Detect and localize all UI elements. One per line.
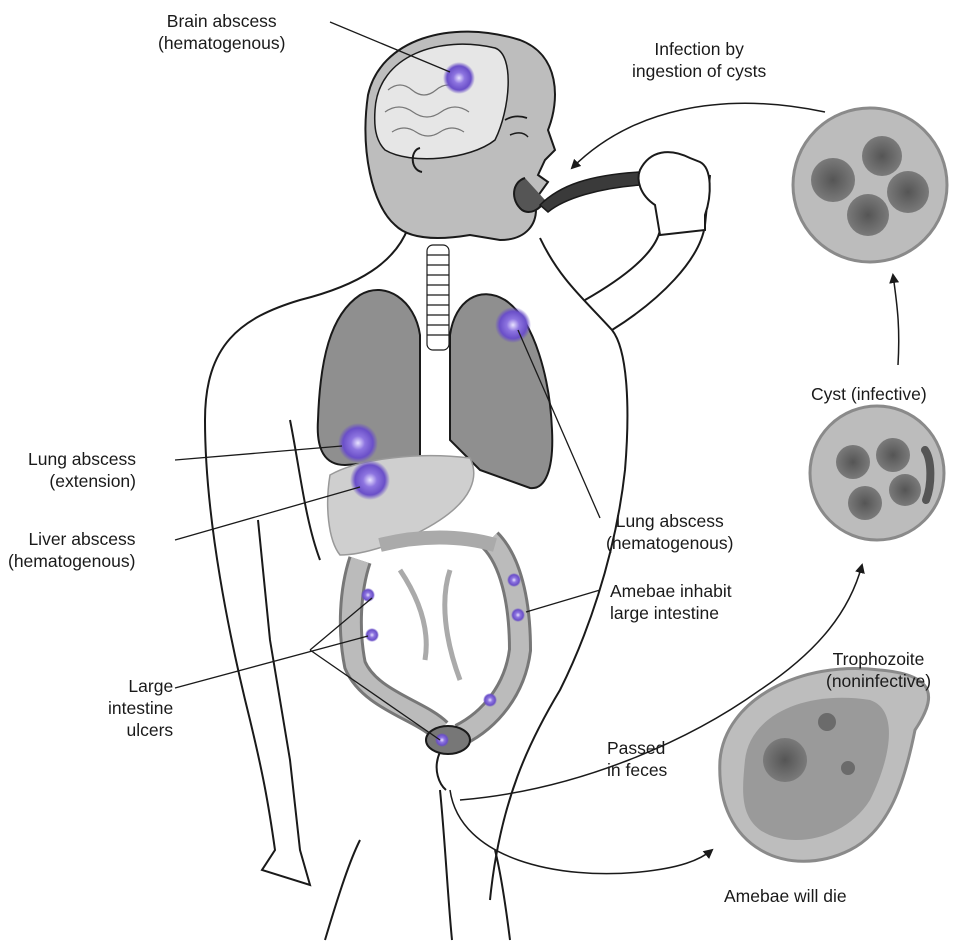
cyst-infective xyxy=(810,406,944,540)
head xyxy=(366,32,555,240)
liver-abscess-label: Liver abscess(hematogenous) xyxy=(8,528,135,572)
ulcer-lesion-5 xyxy=(483,693,497,707)
amebae-will-die-label: Amebae will die xyxy=(724,885,847,907)
human-body xyxy=(205,175,710,940)
ulcer-lesion-2 xyxy=(365,628,379,642)
liver-abscess-lesion xyxy=(350,460,390,500)
ulcer-lesion-1 xyxy=(361,588,375,602)
brain-abscess-label: Brain abscess(hematogenous) xyxy=(158,10,285,54)
lung-abscess-hematogenous-lesion xyxy=(495,307,531,343)
lung-abscess-hematogenous-label: Lung abscess(hematogenous) xyxy=(606,510,733,554)
ulcer-lesion-6 xyxy=(435,733,449,747)
large-intestine xyxy=(351,538,520,755)
spoon-and-hand xyxy=(540,152,710,235)
cyst-infective-label: Cyst (infective) xyxy=(811,383,927,405)
ulcer-lesion-4 xyxy=(511,608,525,622)
cyst-mature xyxy=(793,108,947,262)
trophozoite xyxy=(720,668,929,861)
lung-abscess-extension-label: Lung abscess(extension) xyxy=(28,448,136,492)
lung-abscess-extension-lesion xyxy=(338,423,378,463)
brain-abscess-lesion xyxy=(443,62,475,94)
rectum xyxy=(437,752,446,790)
trophozoite-label: Trophozoite(noninfective) xyxy=(826,648,931,692)
ulcer-lesion-3 xyxy=(507,573,521,587)
trachea xyxy=(427,245,449,350)
